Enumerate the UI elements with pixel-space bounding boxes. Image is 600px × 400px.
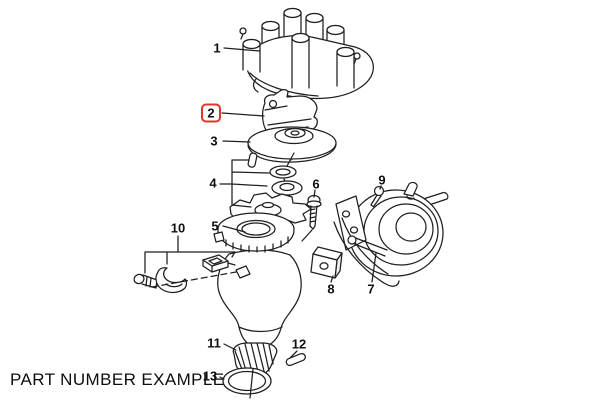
vacuum-advance-drawing xyxy=(333,181,449,287)
part-callout-5[interactable]: 5 xyxy=(211,218,219,234)
part-callout-9[interactable]: 9 xyxy=(378,172,386,188)
part-callout-1[interactable]: 1 xyxy=(213,40,221,56)
distributor-housing-drawing xyxy=(217,249,302,347)
part-callout-13[interactable]: 13 xyxy=(202,368,218,384)
small-screw-drawing xyxy=(370,185,385,208)
part-callout-7[interactable]: 7 xyxy=(367,281,375,297)
o-ring-drawing xyxy=(222,367,272,399)
mounting-bracket-drawing xyxy=(310,246,343,279)
distributor-cap-drawing xyxy=(239,7,374,108)
clip-set-drawing xyxy=(133,254,236,294)
part-callout-2-highlight-box[interactable]: 2 xyxy=(201,103,221,123)
part-callout-6[interactable]: 6 xyxy=(312,176,320,192)
part-callout-11[interactable]: 11 xyxy=(207,335,221,351)
part-callout-8[interactable]: 8 xyxy=(327,281,335,297)
roll-pin-drawing xyxy=(285,352,306,367)
part-callout-2: 2 xyxy=(207,105,215,121)
part-callout-3[interactable]: 3 xyxy=(210,133,218,149)
part-callout-10[interactable]: 10 xyxy=(170,220,186,236)
breaker-plate-drawing xyxy=(213,212,295,253)
part-callout-4[interactable]: 4 xyxy=(209,175,217,191)
page-caption: PART NUMBER EXAMPLE xyxy=(10,370,225,389)
leader-lines xyxy=(144,47,382,380)
part-callout-12[interactable]: 12 xyxy=(291,336,307,352)
